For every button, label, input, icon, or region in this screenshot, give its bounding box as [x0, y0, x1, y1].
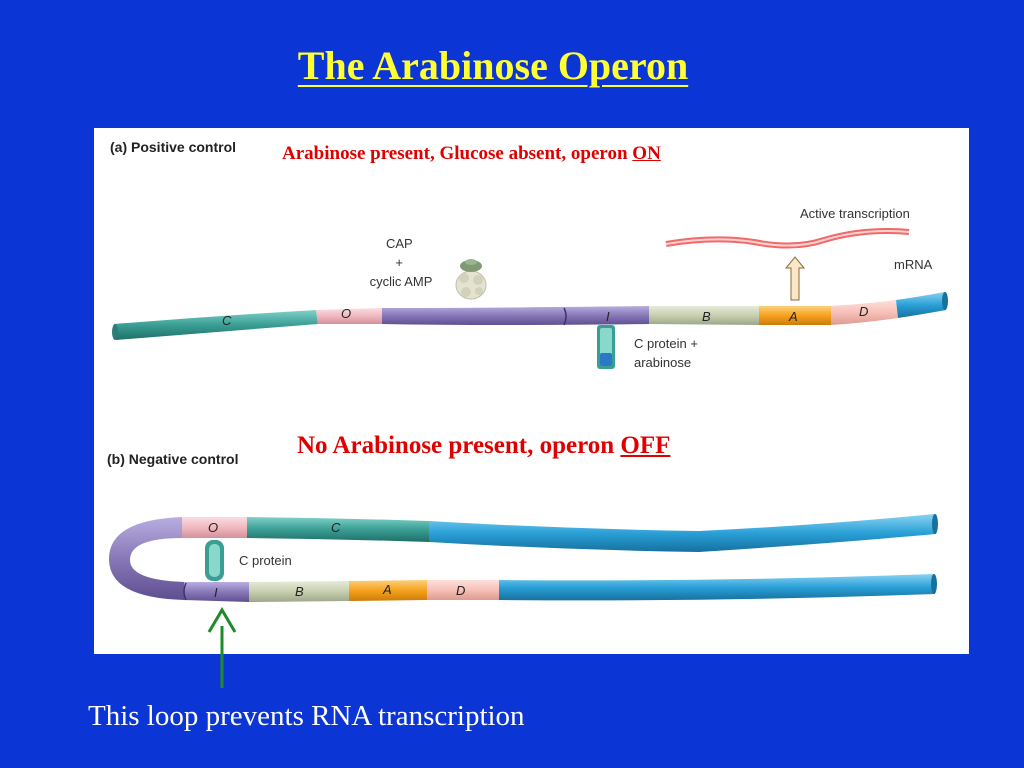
loop-gene-i-segment — [184, 582, 249, 602]
loop-dna-tail-top — [429, 514, 936, 552]
c-protein-arabinose-line1: C protein + — [634, 336, 698, 351]
diagram-panel: C O I B A D CAP + cyclic AMP C pr — [94, 128, 969, 654]
dna-end-right-cap — [942, 292, 948, 310]
cap-label-line3: cyclic AMP — [370, 274, 433, 289]
c-protein-arabinose-label: C protein + arabinose — [634, 336, 702, 370]
panel-a-label: (a) Positive control — [110, 139, 237, 155]
gene-b-segment — [649, 306, 759, 325]
gene-b-letter: B — [702, 309, 711, 324]
c-protein-arabinose-line2: arabinose — [634, 355, 691, 370]
operon-diagram: C O I B A D CAP + cyclic AMP C pr — [108, 206, 948, 602]
gene-i-segment — [382, 306, 649, 325]
mrna-strand — [665, 228, 910, 249]
panel-b-label: (b) Negative control — [107, 451, 239, 467]
c-protein-icon — [205, 540, 224, 581]
cap-label-line1: CAP — [386, 236, 413, 251]
c-protein-label: C protein — [239, 553, 292, 568]
dna-strand-positive — [112, 292, 948, 340]
loop-gene-b-segment — [249, 581, 349, 602]
panel-a-heading: Arabinose present, Glucose absent, opero… — [282, 143, 661, 165]
panel-b-heading: No Arabinose present, operon OFF — [297, 432, 670, 460]
loop-gene-o-letter: O — [208, 520, 218, 535]
i-boundary-mark — [563, 307, 567, 326]
loop-gene-d-letter: D — [456, 583, 465, 598]
panel-b-heading-text: No Arabinose present, operon — [297, 432, 621, 459]
gene-a-segment — [759, 306, 831, 325]
loop-bend-segment — [108, 517, 184, 600]
panel-b-heading-state: OFF — [620, 432, 671, 459]
gene-c-letter: C — [222, 313, 232, 328]
loop-gene-i-letter: I — [214, 585, 218, 600]
cap-label-line2: + — [395, 255, 403, 270]
loop-gene-d-segment — [427, 580, 499, 600]
gene-o-segment — [316, 308, 382, 324]
gene-d-letter: D — [859, 304, 868, 319]
c-protein-arabinose-icon — [597, 325, 615, 369]
cap-label: CAP + cyclic AMP — [370, 236, 433, 289]
loop-gene-o-segment — [182, 517, 247, 538]
loop-gene-a-segment — [349, 580, 427, 601]
loop-top-end-cap — [932, 514, 938, 534]
active-transcription-label: Active transcription — [800, 206, 910, 221]
loop-gene-b-letter: B — [295, 584, 304, 599]
loop-dna-tail-bottom — [499, 574, 935, 601]
loop-gene-c-letter: C — [331, 520, 341, 535]
mrna-strand-highlight — [665, 230, 910, 247]
dna-tail-segment — [896, 292, 946, 318]
dna-end-left-cap — [112, 324, 118, 340]
dna-strand-negative — [108, 514, 938, 602]
loop-i-boundary-mark — [183, 582, 187, 601]
gene-c-segment — [114, 310, 318, 340]
gene-a-letter: A — [788, 309, 798, 324]
panel-a-heading-text: Arabinose present, Glucose absent, opero… — [282, 143, 633, 164]
page-title: The Arabinose Operon — [297, 43, 689, 88]
loop-caption: This loop prevents RNA transcription — [88, 700, 525, 732]
gene-i-letter: I — [606, 309, 610, 324]
cap-protein-icon — [455, 259, 487, 300]
gene-o-letter: O — [341, 306, 351, 321]
panel-a-heading-state: ON — [632, 143, 661, 164]
loop-gene-a-letter: A — [382, 582, 392, 597]
mrna-label: mRNA — [894, 257, 933, 272]
loop-gene-c-segment — [247, 517, 429, 542]
loop-bottom-end-cap — [931, 574, 937, 594]
gene-d-segment — [831, 300, 898, 325]
transcription-arrow-icon — [784, 256, 806, 301]
